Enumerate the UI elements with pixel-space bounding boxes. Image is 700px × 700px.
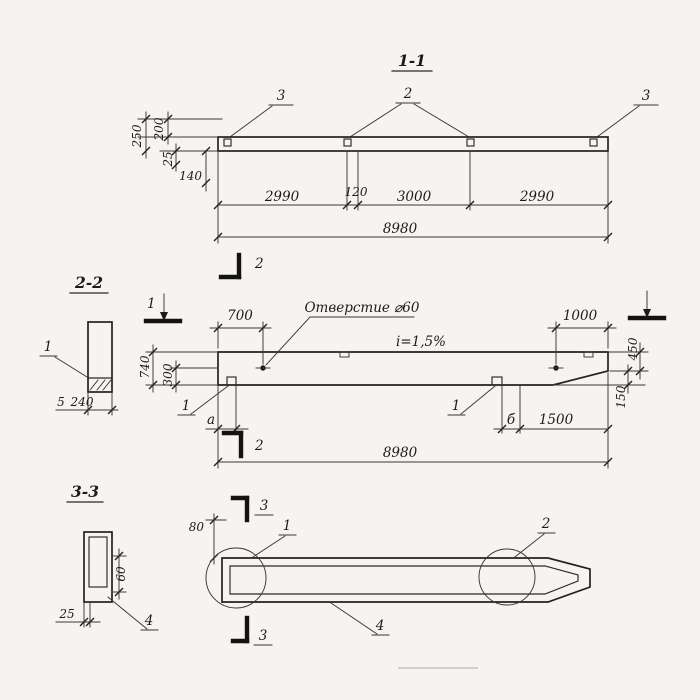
dim-300: 300 — [161, 363, 175, 386]
section-3-3-body — [83, 531, 113, 603]
dim-700: 700 — [227, 308, 253, 324]
dim-140: 140 — [179, 169, 202, 183]
dim-5: 5 — [57, 395, 65, 409]
detail-circle-right — [478, 548, 536, 606]
dim-8980-top: 8980 — [383, 221, 418, 237]
detail-circle-left — [205, 547, 267, 609]
dim-80: 80 — [189, 520, 205, 534]
dim-120: 120 — [345, 185, 368, 199]
cut-mark-2-top: 2 — [254, 256, 264, 272]
section-3-3-title: 3-3 — [71, 482, 99, 501]
callout-4-plan: 4 — [375, 618, 385, 634]
dim-2990-left: 2990 — [264, 189, 300, 205]
elevation-view: 2 1 700 Отверстие ⌀60 i=1,5% — [138, 252, 667, 469]
dim-450: 450 — [626, 337, 640, 361]
embed-plate — [343, 138, 352, 147]
callout-1-left: 1 — [182, 398, 191, 414]
cut-mark-3-bottom: 3 — [259, 628, 268, 644]
section-arrow-down-right — [643, 309, 651, 318]
cut-mark-3-top: 3 — [260, 498, 269, 514]
beam-elevation — [217, 351, 609, 386]
dim-b-letter: б — [507, 412, 516, 428]
callout-2-mid: 2 — [403, 86, 413, 102]
section-2-2-title: 2-2 — [74, 273, 103, 292]
dim-1500: 1500 — [539, 412, 574, 428]
plan-view: 3 80 1 2 4 3 — [189, 495, 591, 646]
dim-a-letter: а — [207, 412, 215, 428]
dim-1000: 1000 — [563, 308, 598, 324]
embed-plate — [589, 138, 598, 147]
dim-25-bottom: 25 — [58, 607, 74, 621]
cut-mark-1-left: 1 — [147, 296, 156, 312]
dim-2990-right: 2990 — [519, 189, 555, 205]
callout-1-right: 1 — [452, 398, 461, 414]
section-3-3: 3-3 60 25 4 — [55, 482, 159, 631]
beam-plan — [221, 557, 591, 603]
bottom-plate-right — [491, 376, 503, 386]
callout-3-right: 3 — [642, 88, 651, 104]
callout-1-plan: 1 — [283, 518, 292, 534]
section-2-2: 2-2 1 5 240 — [39, 273, 119, 416]
callout-3-left: 3 — [277, 88, 286, 104]
dim-200: 200 — [152, 117, 166, 141]
embed-plate — [466, 138, 475, 147]
hole-label: Отверстие ⌀60 — [304, 300, 419, 316]
section-3-3-cavity — [88, 536, 108, 588]
dim-3000: 3000 — [397, 189, 432, 205]
dim-25: 25 — [161, 151, 175, 167]
callout-4-section33: 4 — [144, 613, 154, 629]
dim-60: 60 — [114, 566, 128, 582]
dim-740: 740 — [138, 355, 152, 378]
bottom-plate-left — [226, 376, 237, 386]
beam-plan-inner — [229, 565, 579, 595]
embed-plate — [223, 138, 232, 147]
section-2-2-body — [87, 321, 113, 393]
cut-mark-2-bottom: 2 — [254, 438, 264, 454]
dim-240: 240 — [70, 395, 94, 409]
dim-150: 150 — [614, 385, 628, 408]
lifting-loop-slot — [339, 351, 350, 358]
dim-250: 250 — [130, 124, 144, 148]
beam-top-view — [217, 136, 609, 152]
view-1-1-title: 1-1 — [398, 51, 426, 70]
view-1-1: 1-1 3 2 3 250 200 25 1 — [130, 51, 659, 244]
callout-1-section22: 1 — [44, 339, 53, 355]
slope-label: i=1,5% — [396, 334, 446, 350]
dim-8980-mid: 8980 — [383, 445, 418, 461]
lifting-loop-slot — [583, 351, 594, 358]
callout-2-plan: 2 — [541, 516, 551, 532]
section-arrow-down-left — [160, 312, 168, 321]
